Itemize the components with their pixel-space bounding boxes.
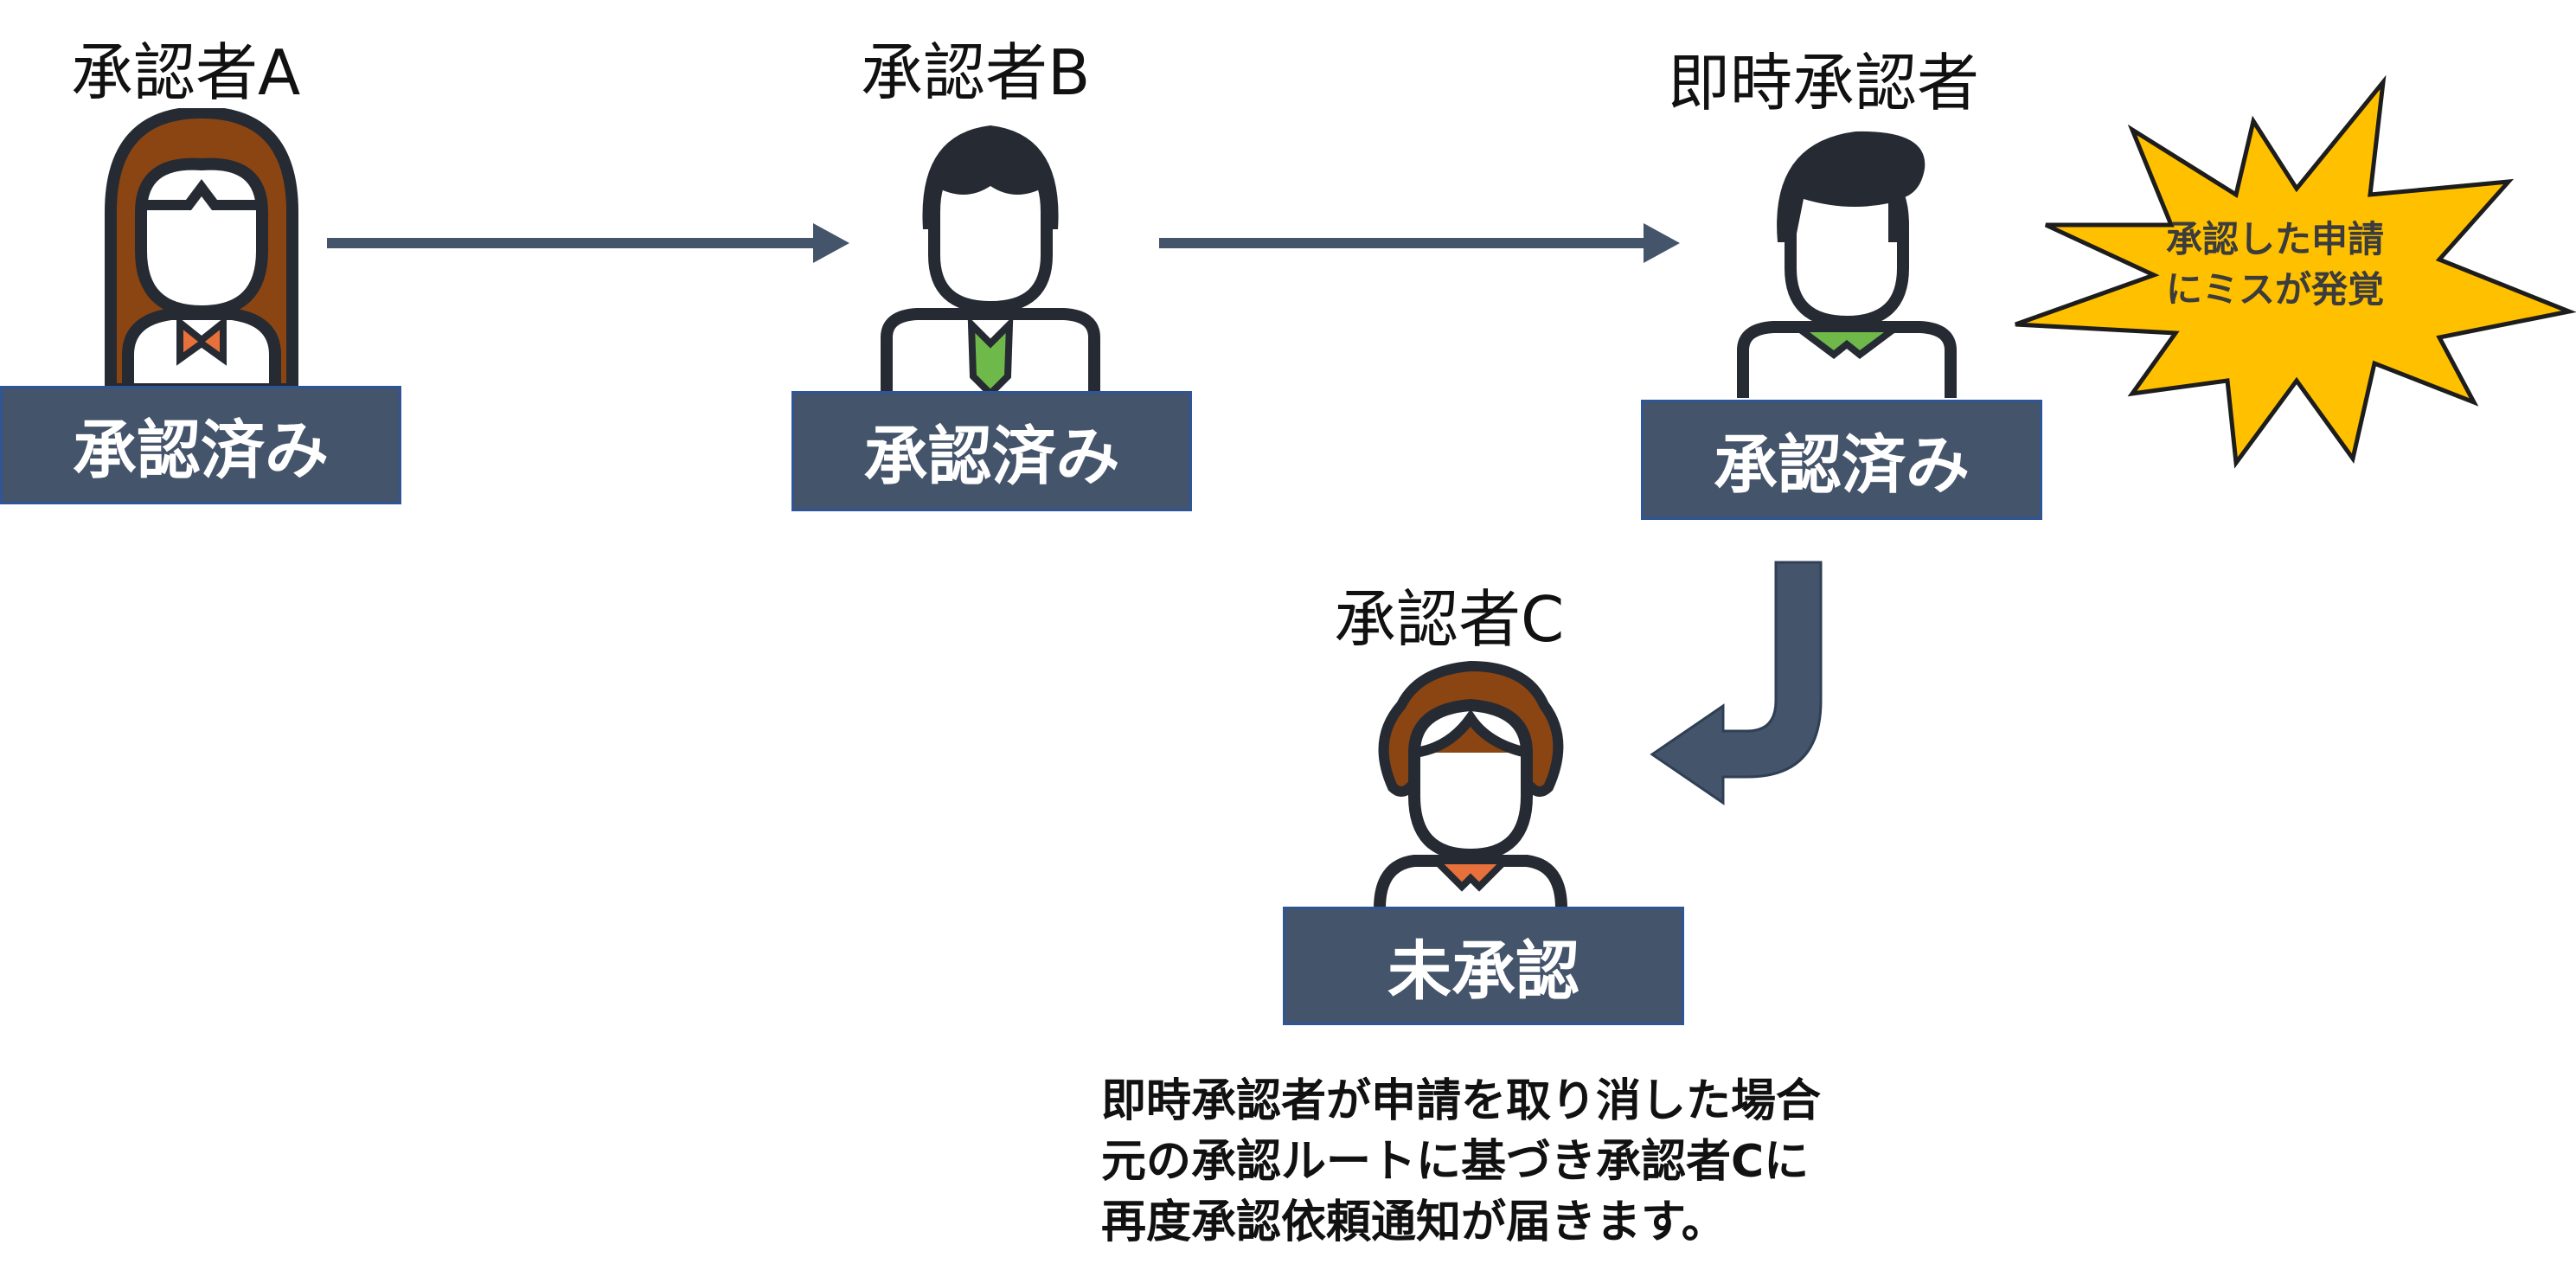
immediate-approver-name: 即時承認者 (1668, 47, 1980, 119)
approver-b-name: 承認者B (861, 36, 1091, 109)
caption-line-2: 元の承認ルートに基づき承認者Cに (1101, 1136, 1810, 1188)
approver-c-avatar-icon (1374, 660, 1567, 908)
caption-line-1: 即時承認者が申請を取り消した場合 (1101, 1075, 1822, 1127)
arrow-return-to-c (1650, 561, 1823, 805)
alert-line-1: 承認した申請 (2165, 218, 2384, 260)
approver-a-avatar-icon (105, 108, 298, 389)
explanation-caption: 即時承認者が申請を取り消した場合 元の承認ルートに基づき承認者Cに 再度承認依頼… (1101, 1071, 1821, 1253)
caption-line-3: 再度承認依頼通知が届きます。 (1101, 1196, 1727, 1248)
approver-c-name: 承認者C (1334, 583, 1565, 656)
immediate-approver-avatar-icon (1737, 131, 1957, 398)
approver-a-name: 承認者A (71, 36, 301, 109)
alert-burst-text: 承認した申請 にミスが発覚 (2085, 215, 2465, 315)
arrow-a-to-b (327, 223, 849, 263)
alert-burst (2015, 74, 2576, 469)
arrow-b-to-immediate (1159, 223, 1680, 263)
alert-line-2: にミスが発覚 (2165, 268, 2384, 311)
immediate-approver-status-badge: 承認済み (1641, 400, 2042, 520)
approver-b-avatar-icon (881, 125, 1100, 394)
approver-b-status-badge: 承認済み (791, 391, 1192, 511)
approver-a-status-badge: 承認済み (0, 386, 401, 504)
approver-c-status-badge: 未承認 (1283, 907, 1684, 1025)
